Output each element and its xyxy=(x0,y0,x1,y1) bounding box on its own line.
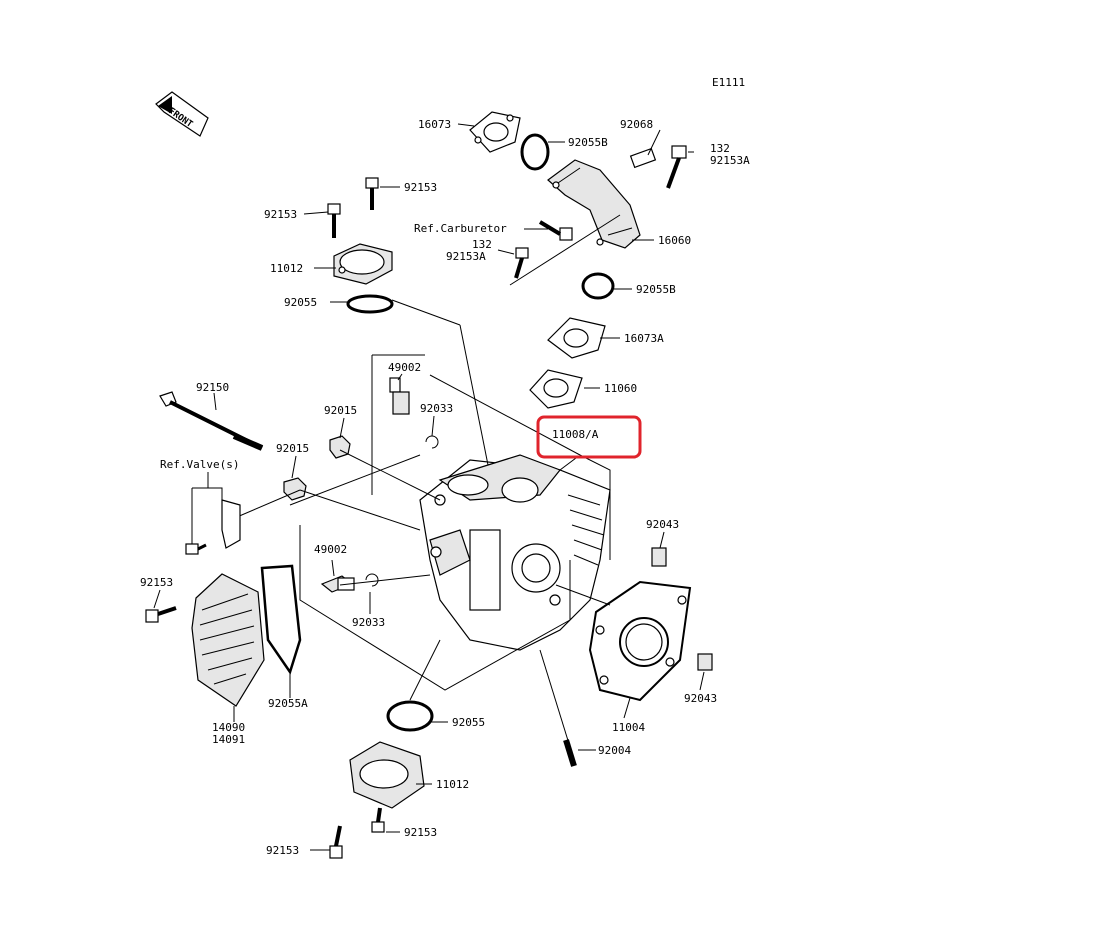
label-16060: 16060 xyxy=(658,234,691,247)
bolt-92153-bottom-l xyxy=(329,825,343,859)
flange-16073a xyxy=(547,317,606,359)
label-92033-mid: 92033 xyxy=(352,616,385,629)
label-49002-mid: 49002 xyxy=(314,543,347,556)
intake-flange-16073 xyxy=(469,111,521,153)
bolt-92153a-mid xyxy=(514,247,529,279)
gasket-92055a xyxy=(260,564,302,675)
bolt-92153-bottom-r xyxy=(371,807,385,833)
label-132-mid: 132 xyxy=(472,238,492,251)
label-92015-a: 92015 xyxy=(324,404,357,417)
o-ring-92055b-mid xyxy=(581,272,615,300)
label-92153-top-b: 92153 xyxy=(404,181,437,194)
highlight-box-11008a xyxy=(536,415,642,459)
label-92055a: 92055A xyxy=(268,697,308,710)
label-92153-bottom-l: 92153 xyxy=(266,844,299,857)
label-92043-right: 92043 xyxy=(684,692,717,705)
dowel-92043-top xyxy=(651,547,667,567)
stud-92150 xyxy=(159,391,264,451)
label-92153-top-a: 92153 xyxy=(264,208,297,221)
label-92150: 92150 xyxy=(196,381,229,394)
label-92015-b: 92015 xyxy=(276,442,309,455)
label-11004: 11004 xyxy=(612,721,645,734)
label-92153-left: 92153 xyxy=(140,576,173,589)
label-49002-top: 49002 xyxy=(388,361,421,374)
label-92055-top: 92055 xyxy=(284,296,317,309)
label-ref-carburetor: Ref.Carburetor xyxy=(414,222,507,235)
gasket-11060 xyxy=(529,369,583,409)
label-92055b-mid: 92055B xyxy=(636,283,676,296)
o-ring-92055b-top xyxy=(520,133,550,171)
label-14090: 14090 xyxy=(212,721,245,734)
head-gasket-11004 xyxy=(588,580,692,702)
label-11012-bottom: 11012 xyxy=(436,778,469,791)
front-arrow-icon: FRONT xyxy=(155,91,209,137)
label-132-top: 132 xyxy=(710,142,730,155)
label-11012-top: 11012 xyxy=(270,262,303,275)
label-16073: 16073 xyxy=(418,118,451,131)
dowel-pin-92068 xyxy=(629,147,657,169)
bolt-92153-top-a xyxy=(327,203,341,238)
leader-lines xyxy=(153,123,705,851)
side-cover-14090 xyxy=(191,573,265,707)
stud-92004 xyxy=(539,649,577,767)
label-92068: 92068 xyxy=(620,118,653,131)
dowel-92043-right xyxy=(697,653,713,671)
label-92153-bottom-r: 92153 xyxy=(404,826,437,839)
label-92055b-top: 92055B xyxy=(568,136,608,149)
assembly-box-lines xyxy=(289,354,611,691)
label-92153a-top: 92153A xyxy=(710,154,750,167)
bolt-92153-top-b xyxy=(365,177,379,210)
o-ring-92055-bottom xyxy=(386,700,434,732)
label-11060: 11060 xyxy=(604,382,637,395)
cover-11012-bottom xyxy=(349,741,425,809)
label-92043-top: 92043 xyxy=(646,518,679,531)
bolt-92153a-top xyxy=(666,145,687,189)
label-92033-top: 92033 xyxy=(420,402,453,415)
label-11008a[interactable]: 11008/A xyxy=(552,428,599,441)
bolt-carburetor xyxy=(538,220,573,241)
diagram-code: E1111 xyxy=(712,76,745,89)
nut-92015-b xyxy=(283,477,307,501)
label-ref-valve: Ref.Valve(s) xyxy=(160,458,239,471)
label-16073a: 16073A xyxy=(624,332,664,345)
cover-11012-top xyxy=(333,243,393,285)
clip-92033-mid xyxy=(365,573,379,587)
o-ring-92055-top xyxy=(346,294,394,314)
intake-pipe-16060 xyxy=(547,159,641,249)
label-14091: 14091 xyxy=(212,733,245,746)
bolt-92153-left xyxy=(145,606,177,623)
valve-reference-bracket xyxy=(185,487,241,555)
clip-92033-top xyxy=(425,435,439,449)
label-92153a-mid: 92153A xyxy=(446,250,486,263)
cylinder-head xyxy=(419,454,611,651)
nut-92015-a xyxy=(329,435,351,459)
label-92004: 92004 xyxy=(598,744,631,757)
label-92055-bottom: 92055 xyxy=(452,716,485,729)
tappet-49002-top xyxy=(389,377,410,415)
